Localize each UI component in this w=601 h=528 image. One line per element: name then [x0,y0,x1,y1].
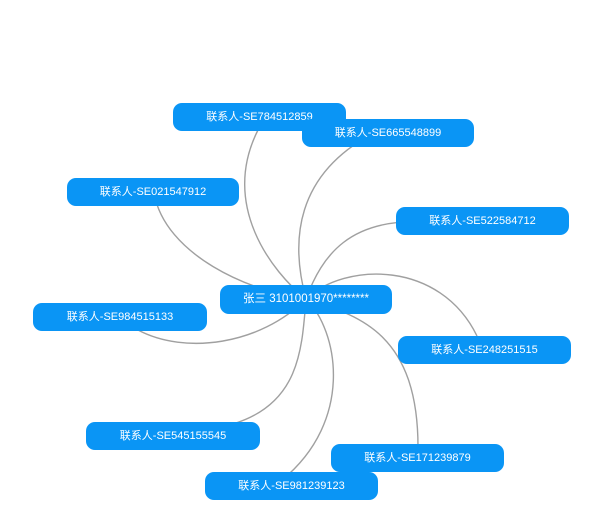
contact-node[interactable]: 联系人-SE545155545 [86,422,260,450]
center-person-node[interactable]: 张三 3101001970******** [220,285,392,314]
contact-node[interactable]: 联系人-SE021547912 [67,178,239,206]
edge-se784512859 [244,129,307,300]
contact-node[interactable]: 联系人-SE981239123 [205,472,378,500]
edge-se545155545 [235,298,307,424]
edge-se981239123 [281,298,335,481]
contact-node[interactable]: 联系人-SE984515133 [33,303,207,331]
edge-se021547912 [153,192,307,300]
edge-se171239879 [305,298,419,448]
contact-node[interactable]: 联系人-SE522584712 [396,207,569,235]
edge-se665548899 [298,133,373,300]
contact-node[interactable]: 联系人-SE171239879 [331,444,504,472]
contact-node[interactable]: 联系人-SE248251515 [398,336,571,364]
contact-node[interactable]: 联系人-SE665548899 [302,119,474,147]
